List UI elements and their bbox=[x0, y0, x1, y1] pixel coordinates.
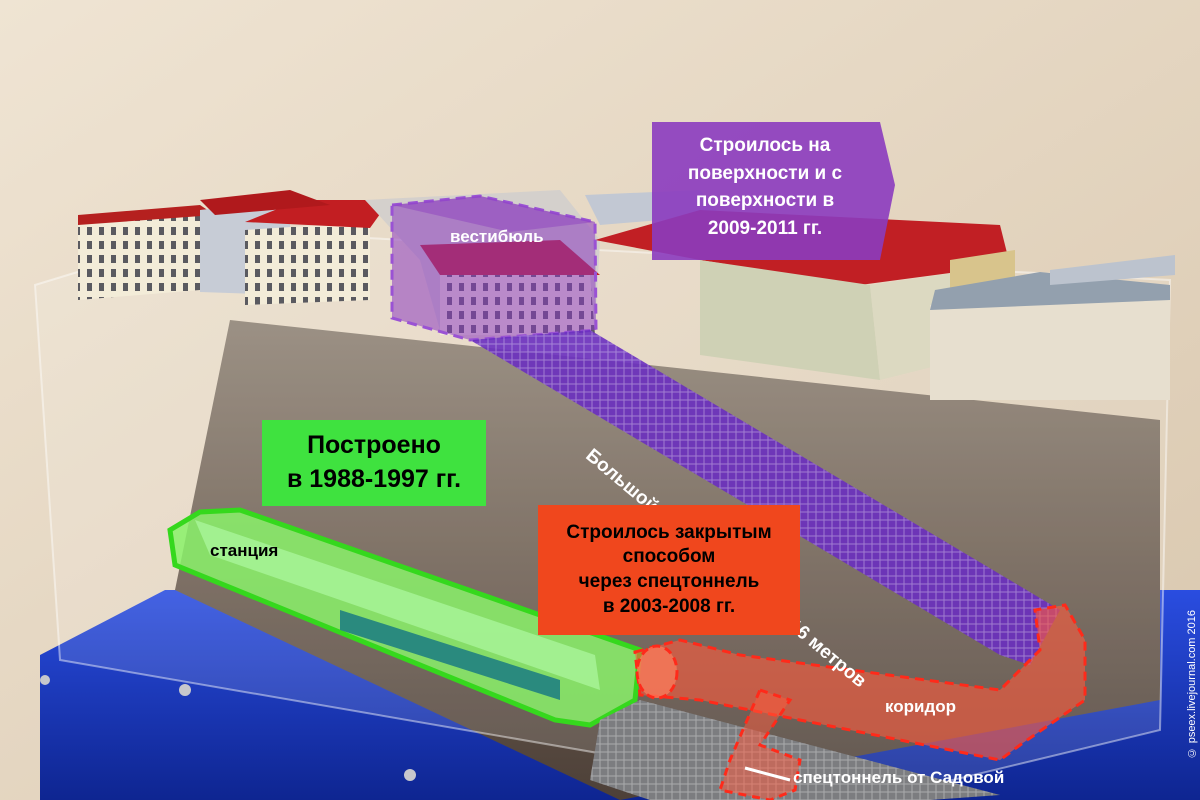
service-tunnel-arrow bbox=[744, 766, 791, 782]
surface-construction-note: Строилось на поверхности и с поверхности… bbox=[687, 135, 843, 239]
screw bbox=[404, 769, 416, 781]
service-tunnel-label: спецтоннель от Садовой bbox=[793, 768, 1005, 787]
station-platform bbox=[195, 520, 600, 690]
vestibule-top bbox=[392, 196, 595, 232]
built-years-note: Построено в 1988-1997 гг. bbox=[262, 420, 486, 506]
service-tunnel-mesh bbox=[590, 700, 1000, 800]
closed-method-note: Строилось закрытым способом через спецто… bbox=[538, 505, 800, 635]
corridor-label: коридор bbox=[885, 697, 957, 716]
corridor-branch bbox=[718, 688, 802, 800]
station-label: станция bbox=[210, 541, 279, 560]
screw bbox=[40, 675, 50, 685]
screw bbox=[179, 684, 191, 696]
photo-credit: © pseex.livejournal.com 2016 bbox=[1186, 610, 1198, 759]
corridor-highlight bbox=[633, 603, 1087, 762]
corridor-tunnel-end bbox=[635, 644, 679, 700]
incline-tunnel-mesh bbox=[470, 330, 1060, 665]
vestibule-label: вестибюль bbox=[450, 227, 544, 246]
station-train bbox=[340, 610, 560, 700]
vestibule-highlight bbox=[390, 194, 598, 342]
surface-note-box bbox=[652, 122, 895, 260]
